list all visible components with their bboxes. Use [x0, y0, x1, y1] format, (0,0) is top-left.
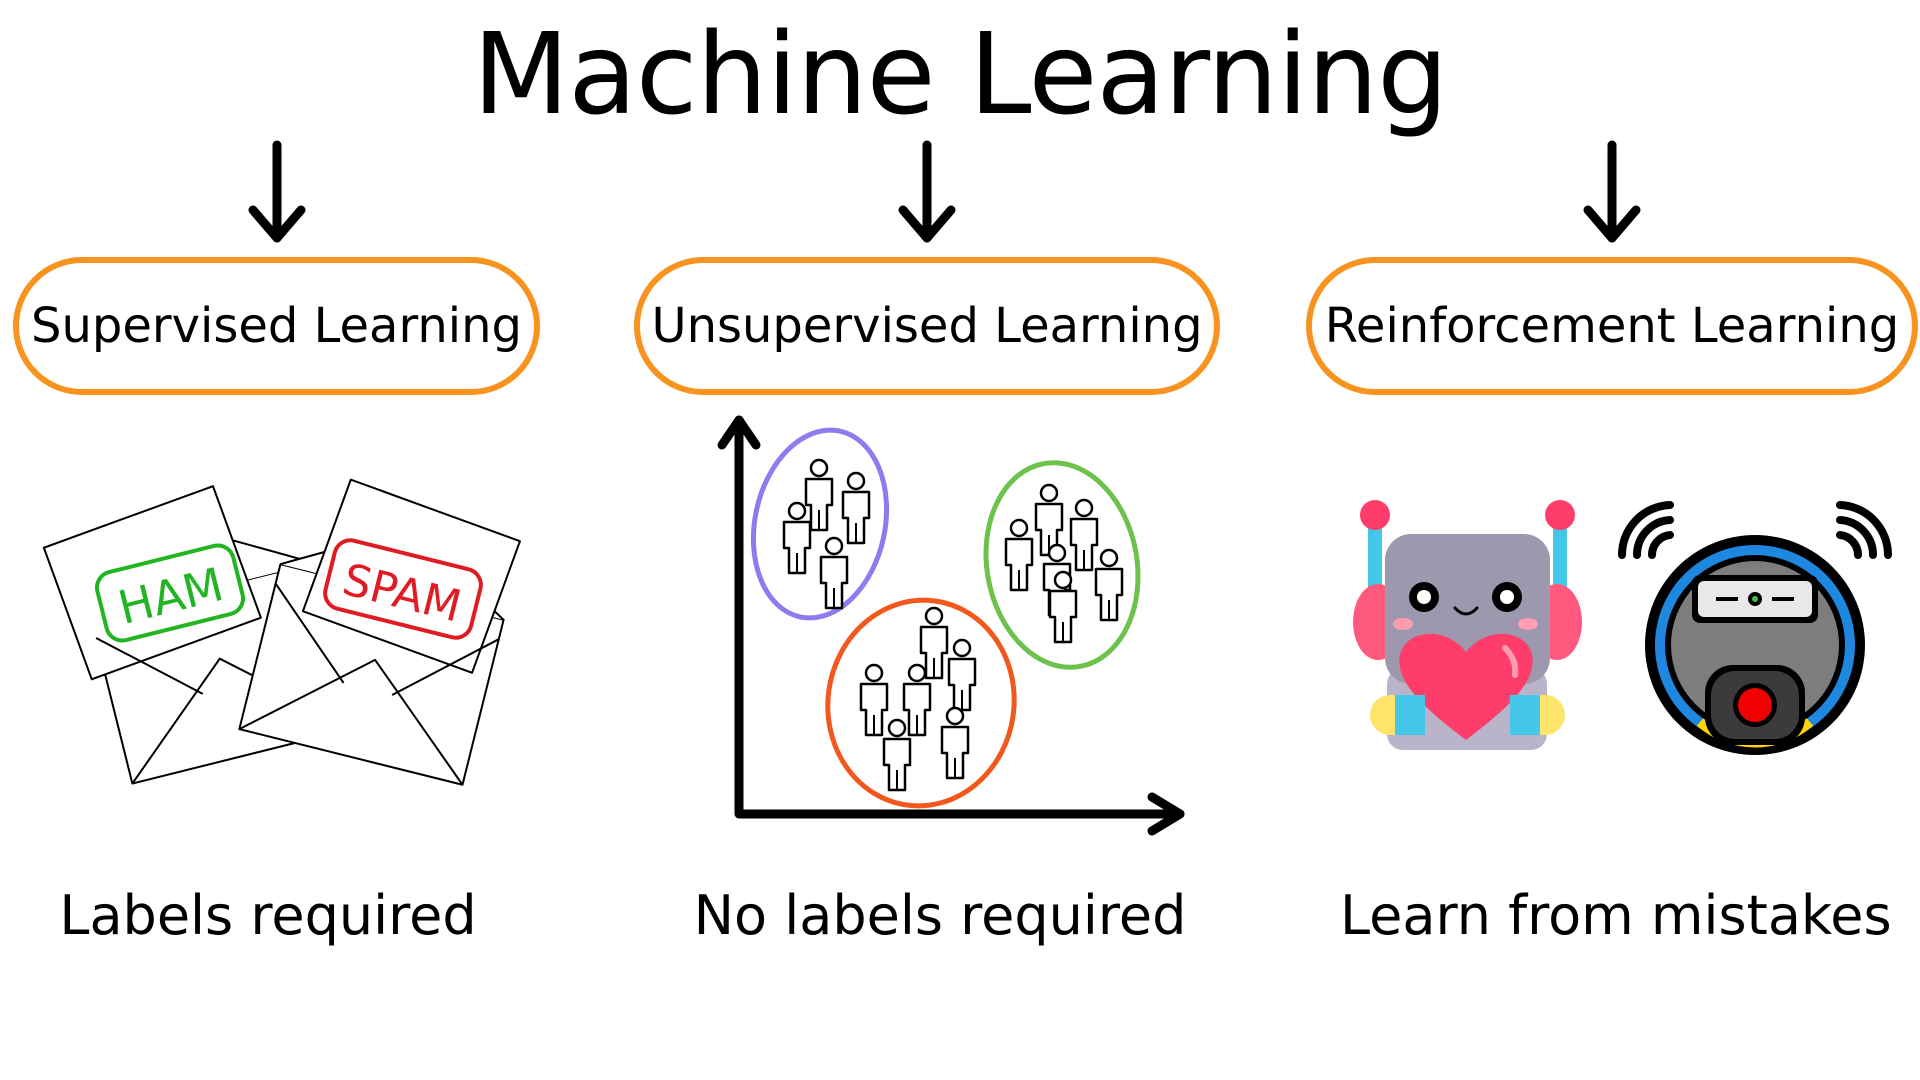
unsupervised-learning-box: Unsupervised Learning [634, 257, 1220, 395]
envelope-icon: SPAM [238, 478, 521, 786]
reinforcement-learning-box: Reinforcement Learning [1306, 257, 1918, 395]
reinforcement-learning-label: Reinforcement Learning [1324, 298, 1900, 354]
cluster-plot-axes [717, 415, 1185, 836]
wifi-signal-icon [1836, 501, 1893, 559]
wifi-signal-icon [1617, 501, 1674, 559]
page-title: Machine Learning [472, 10, 1449, 140]
unsupervised-caption: No labels required [693, 884, 1187, 947]
robot-icon [1353, 500, 1582, 750]
cluster-green [983, 460, 1141, 670]
supervised-learning-box: Supervised Learning [13, 257, 540, 395]
reinforcement-caption: Learn from mistakes [1340, 884, 1892, 947]
supervised-learning-label: Supervised Learning [30, 298, 522, 354]
robot-vacuum-icon [1645, 535, 1865, 755]
unsupervised-learning-label: Unsupervised Learning [651, 298, 1203, 354]
supervised-caption: Labels required [59, 884, 477, 947]
arrow-down-icon [1583, 140, 1641, 243]
cluster-purple [750, 427, 890, 621]
arrow-down-icon [248, 140, 306, 243]
cluster-orange [825, 597, 1017, 809]
arrow-down-icon [898, 140, 956, 243]
